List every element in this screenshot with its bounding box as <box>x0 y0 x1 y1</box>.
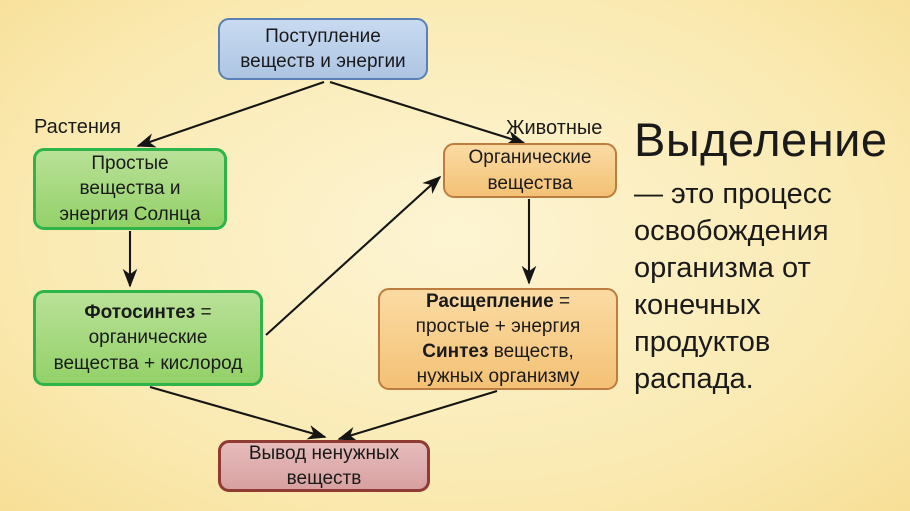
definition-body: — это процесс освобождения организма от … <box>634 176 896 398</box>
node-photosynthesis: Фотосинтез = органические вещества + кис… <box>33 290 263 386</box>
definition-block: Выделение — это процесс освобождения орг… <box>634 112 896 398</box>
arrow-photosynthesis-to-organic <box>265 175 442 336</box>
node-simple-line2: вещества и <box>79 178 181 200</box>
label-animals: Животные <box>506 117 603 139</box>
definition-title: Выделение <box>634 113 888 166</box>
synthesis-term: Синтез <box>422 341 489 362</box>
arrow-intake-to-animals <box>329 80 526 145</box>
node-photosynthesis-line3: вещества + кислород <box>53 352 243 374</box>
node-output-waste: Вывод ненужных веществ <box>218 440 430 492</box>
definition-body-line4: конечных <box>634 289 761 321</box>
arrow-breakdown-to-output <box>337 389 498 442</box>
node-breakdown-line1: Расщепление = <box>426 289 570 314</box>
node-intake-line2: веществ и энергии <box>240 51 406 72</box>
node-simple-substances: Простые вещества и энергия Солнца <box>33 148 227 230</box>
breakdown-line1-rest: = <box>553 291 571 312</box>
node-photosynthesis-line1: Фотосинтез = <box>84 300 211 326</box>
node-intake: Поступление веществ и энергии <box>218 18 428 80</box>
photosynthesis-term: Фотосинтез <box>84 301 196 323</box>
node-organic-line1: Органические <box>468 147 592 168</box>
label-plants: Растения <box>34 116 121 138</box>
node-output-line2: веществ <box>286 468 362 489</box>
definition-body-line5: продуктов <box>634 326 771 358</box>
node-photosynthesis-line2: органические <box>88 327 208 349</box>
arrow-intake-to-plants <box>136 81 325 148</box>
arrow-photosynthesis-to-output <box>149 385 327 440</box>
node-breakdown-line4: нужных организму <box>416 366 580 387</box>
node-output-line1: Вывод ненужных <box>248 442 400 464</box>
definition-body-line2: освобождения <box>634 215 829 247</box>
breakdown-term: Расщепление <box>425 291 554 312</box>
node-simple-line3: энергия Солнца <box>59 203 201 225</box>
node-breakdown-line3: Синтез веществ, <box>422 339 574 364</box>
node-breakdown-line2: простые + энергия <box>415 316 581 337</box>
node-breakdown-synthesis: Расщепление = простые + энергия Синтез в… <box>378 288 618 390</box>
photosynthesis-line1-rest: = <box>195 301 212 323</box>
node-intake-line1: Поступление <box>265 25 381 47</box>
node-simple-line1: Простые <box>91 152 169 174</box>
definition-body-line6: распада. <box>634 363 754 395</box>
definition-body-line1: — это процесс <box>634 178 832 210</box>
breakdown-line3-rest: веществ, <box>488 341 574 362</box>
definition-body-line3: организма от <box>634 252 811 284</box>
node-organic-substances: Органические вещества <box>443 143 617 198</box>
node-organic-line2: вещества <box>487 172 573 194</box>
